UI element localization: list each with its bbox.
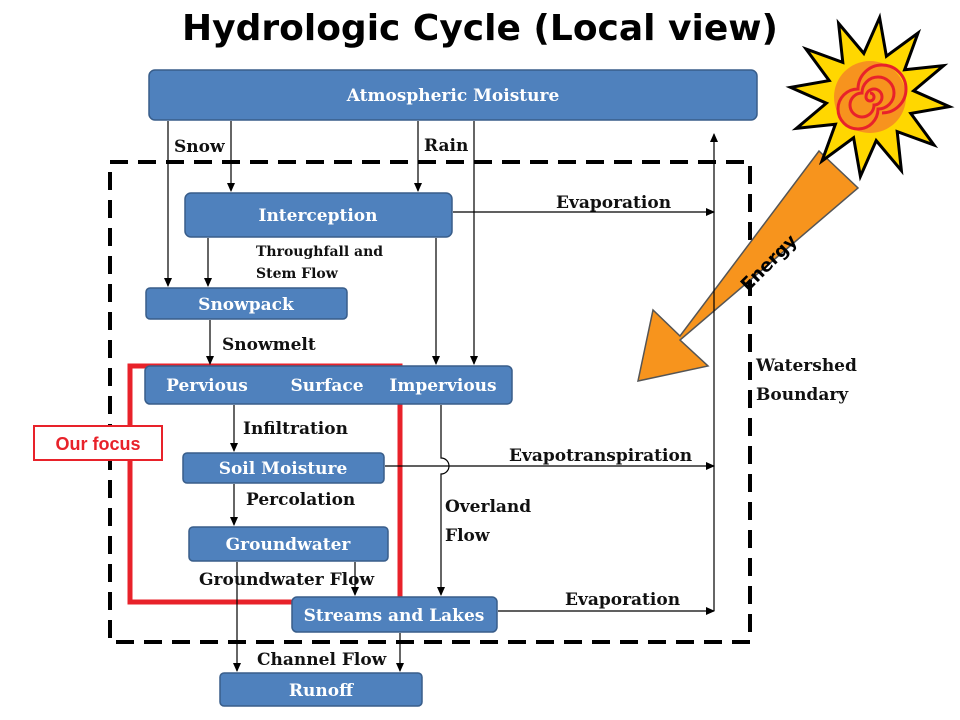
groundwater-label: Groundwater	[226, 535, 352, 555]
overland-flow-label-2: Flow	[445, 526, 490, 546]
evapotranspiration-label: Evapotranspiration	[509, 446, 692, 466]
diagram-title: Hydrologic Cycle (Local view)	[182, 8, 778, 49]
snow-label: Snow	[174, 137, 225, 157]
evaporation-bottom-label: Evaporation	[565, 590, 680, 610]
soil-moisture-label: Soil Moisture	[219, 459, 348, 479]
snowpack-label: Snowpack	[198, 295, 295, 315]
percolation-label: Percolation	[246, 490, 355, 510]
runoff-box	[219, 672, 423, 707]
evaporation-top-label: Evaporation	[556, 193, 671, 213]
streams-lakes-label: Streams and Lakes	[304, 606, 485, 626]
groundwater-flow-label: Groundwater Flow	[199, 570, 374, 590]
overland-flow-label-1: Overland	[445, 497, 531, 517]
snowpack-box	[145, 287, 348, 320]
flow-arrows	[164, 121, 718, 672]
watershed-label-1: Watershed	[755, 356, 857, 376]
watershed-boundary	[108, 160, 752, 644]
groundwater-box	[188, 526, 389, 562]
our-focus-badge	[33, 425, 163, 461]
soil-moisture-box	[182, 452, 385, 484]
runoff-label: Runoff	[289, 681, 354, 701]
atmospheric-moisture-box	[148, 69, 758, 121]
atmospheric-moisture-label: Atmospheric Moisture	[346, 86, 560, 106]
infiltration-label: Infiltration	[243, 419, 348, 439]
watershed-label-2: Boundary	[756, 385, 849, 405]
pervious-label: Pervious	[166, 376, 248, 396]
surface-box	[144, 365, 513, 405]
rain-label: Rain	[424, 136, 468, 156]
impervious-label: Impervious	[389, 376, 496, 396]
interception-box	[184, 192, 453, 238]
channel-flow-label: Channel Flow	[257, 650, 387, 670]
interception-label: Interception	[259, 206, 378, 226]
throughfall-label-2: Stem Flow	[256, 266, 339, 282]
surface-label: Surface	[290, 376, 363, 396]
overland-flow-arrow	[437, 405, 450, 596]
streams-lakes-box	[291, 596, 498, 633]
snowmelt-label: Snowmelt	[222, 335, 316, 355]
throughfall-label-1: Throughfall and	[256, 244, 383, 260]
our-focus-label: Our focus	[55, 434, 140, 454]
sun-icon	[785, 12, 955, 182]
